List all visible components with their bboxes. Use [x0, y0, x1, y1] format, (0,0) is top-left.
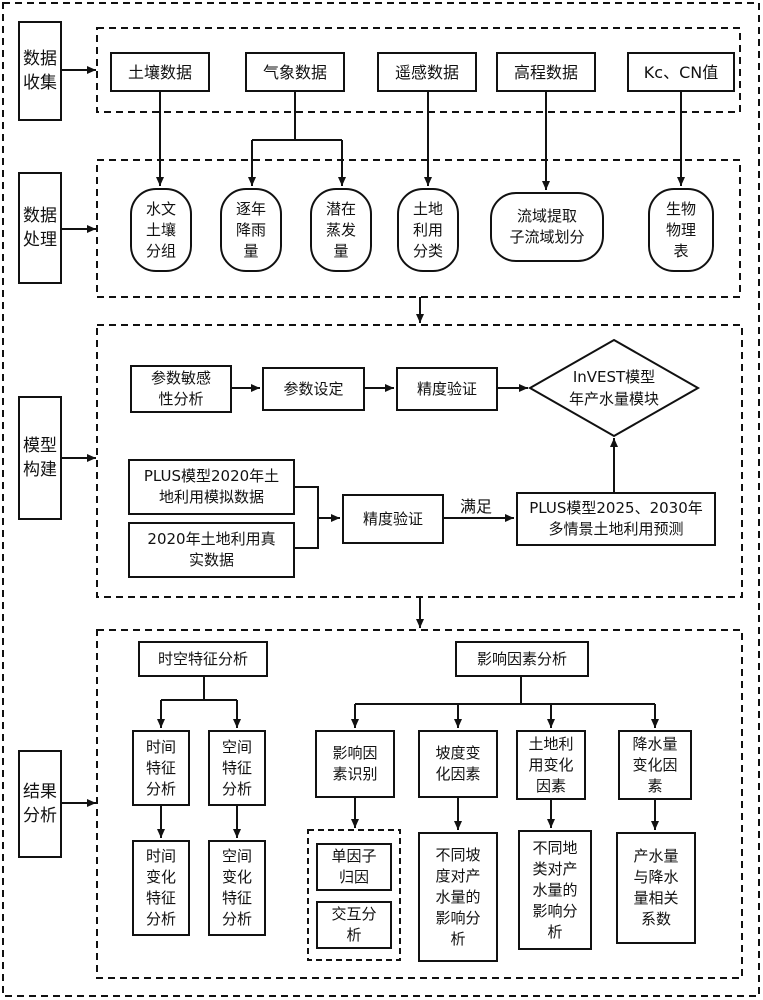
- remote-sensing-box: 遥感数据: [377, 52, 477, 92]
- kc-cn-box: Kc、CN值: [627, 52, 735, 92]
- time-change-box: 时间 变化 特征 分析: [132, 840, 190, 936]
- soil-data-box: 土壤数据: [110, 52, 210, 92]
- invest-label: InVEST模型 年产水量模块: [568, 368, 659, 408]
- space-change-box: 空间 变化 特征 分析: [208, 840, 266, 936]
- soil-group-node: 水文 土壤 分组: [130, 188, 192, 272]
- accuracy-check-box-1: 精度验证: [396, 367, 498, 411]
- plus-sim-box: PLUS模型2020年土 地利用模拟数据: [128, 459, 295, 515]
- elevation-data-box: 高程数据: [496, 52, 596, 92]
- time-feature-box: 时间 特征 分析: [132, 730, 190, 806]
- landuse-effect-box: 不同地 类对产 水量的 影响分 析: [518, 830, 592, 950]
- spatiotemporal-box: 时空特征分析: [138, 641, 268, 677]
- stage-model: 模型 构建: [18, 396, 62, 520]
- factor-id-box: 影响因 素识别: [315, 730, 395, 798]
- weather-data-box: 气象数据: [245, 52, 345, 92]
- basin-extract-node: 流域提取 子流域划分: [490, 192, 604, 262]
- stage-result: 结果 分析: [18, 750, 62, 858]
- stage-collect: 数据 收集: [18, 21, 62, 121]
- precip-factor-box: 降水量 变化因 素: [618, 730, 692, 800]
- slope-effect-box: 不同坡 度对产 水量的 影响分 析: [418, 832, 498, 962]
- landuse-change-box: 土地利 用变化 因素: [516, 730, 586, 800]
- param-setting-box: 参数设定: [262, 367, 365, 411]
- biophysical-table-node: 生物 物理 表: [648, 188, 714, 272]
- process-group: [96, 159, 741, 298]
- interaction-box: 交互分 析: [316, 901, 392, 949]
- result-group: [96, 629, 743, 979]
- rainfall-node: 逐年 降雨 量: [220, 188, 282, 272]
- evaporation-node: 潜在 蒸发 量: [310, 188, 372, 272]
- single-factor-box: 单因子 归因: [316, 843, 392, 891]
- invest-diamond: [527, 338, 701, 438]
- plus-predict-box: PLUS模型2025、2030年 多情景土地利用预测: [516, 492, 716, 546]
- real-landuse-box: 2020年土地利用真 实数据: [128, 522, 295, 578]
- factor-id-subgroup: [307, 829, 401, 961]
- stage-process: 数据 处理: [18, 172, 62, 284]
- accuracy-check-box-2: 精度验证: [342, 494, 444, 544]
- landuse-class-node: 土地 利用 分类: [397, 188, 459, 272]
- influence-box: 影响因素分析: [455, 641, 589, 677]
- slope-factor-box: 坡度变 化因素: [418, 730, 498, 798]
- collect-group: [96, 27, 741, 113]
- space-feature-box: 空间 特征 分析: [208, 730, 266, 806]
- sensitivity-box: 参数敏感 性分析: [130, 365, 232, 413]
- satisfy-label: 满足: [460, 497, 493, 516]
- precip-corr-box: 产水量 与降水 量相关 系数: [616, 832, 696, 944]
